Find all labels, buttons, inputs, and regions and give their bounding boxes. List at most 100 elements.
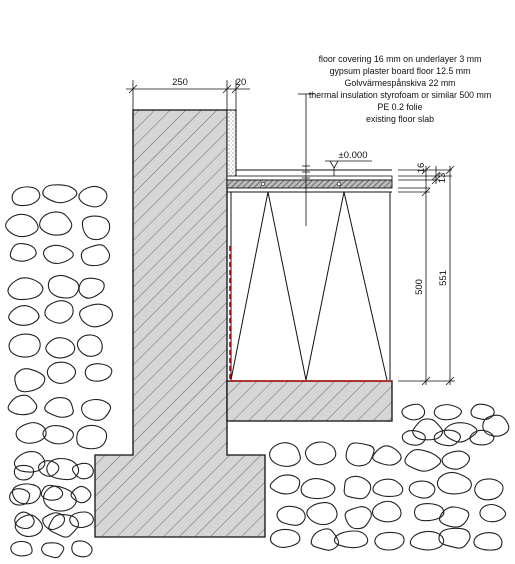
stone bbox=[401, 403, 426, 421]
existing-floor-slab bbox=[226, 380, 393, 422]
stone bbox=[37, 460, 60, 477]
stone bbox=[39, 211, 73, 236]
stone bbox=[343, 475, 372, 500]
stone bbox=[81, 215, 111, 241]
stone bbox=[15, 422, 47, 444]
level-label: ±0.000 bbox=[339, 150, 368, 161]
stone bbox=[42, 512, 66, 531]
layer-annotation: floor covering 16 mm on underlayer 3 mm … bbox=[309, 54, 491, 124]
stone bbox=[482, 414, 510, 437]
stone bbox=[269, 528, 301, 548]
dimension-vertical bbox=[398, 165, 455, 386]
stone bbox=[14, 368, 46, 393]
stone bbox=[79, 303, 113, 328]
stone bbox=[9, 488, 31, 506]
stone bbox=[469, 429, 495, 446]
stone bbox=[78, 277, 105, 299]
floor-layers bbox=[226, 169, 393, 193]
level-marker bbox=[325, 160, 372, 176]
stone bbox=[374, 531, 405, 551]
stone bbox=[10, 540, 33, 557]
dim-551-label: 551 bbox=[438, 270, 449, 286]
stone bbox=[412, 418, 444, 441]
stone bbox=[310, 528, 340, 551]
stone bbox=[5, 213, 39, 238]
stone bbox=[80, 244, 111, 267]
annotation-line-4: thermal insulation styrofoam or similar … bbox=[309, 90, 491, 100]
stone bbox=[46, 361, 77, 384]
dim-16-label: 16 bbox=[416, 163, 427, 174]
stone bbox=[47, 274, 80, 299]
stone bbox=[269, 474, 301, 495]
stone bbox=[69, 511, 94, 529]
dim-20-label: 20 bbox=[236, 77, 247, 88]
stone bbox=[13, 451, 46, 473]
stone bbox=[470, 403, 495, 420]
stone bbox=[41, 542, 65, 559]
thermal-insulation bbox=[230, 191, 391, 381]
annotation-line-5: PE 0.2 folie bbox=[378, 102, 423, 112]
stone bbox=[42, 425, 75, 445]
stone bbox=[42, 485, 77, 512]
stone bbox=[408, 480, 436, 499]
stone bbox=[372, 445, 402, 466]
stone bbox=[84, 363, 113, 382]
stone bbox=[409, 530, 445, 551]
stone bbox=[371, 500, 402, 523]
stone bbox=[438, 527, 471, 549]
stone bbox=[344, 506, 372, 530]
dim-13-label: 13 bbox=[437, 173, 448, 184]
stone bbox=[44, 397, 74, 418]
stone bbox=[304, 441, 337, 466]
stone bbox=[372, 478, 404, 497]
stone bbox=[479, 503, 507, 523]
stone bbox=[13, 464, 35, 481]
annotation-line-2: gypsum plaster board floor 12.5 mm bbox=[330, 66, 471, 76]
stone bbox=[433, 404, 463, 421]
stone bbox=[42, 184, 78, 204]
stone bbox=[269, 442, 301, 467]
stone bbox=[401, 429, 426, 446]
stone bbox=[473, 532, 503, 551]
stone bbox=[436, 471, 472, 495]
annotation-line-1: floor covering 16 mm on underlayer 3 mm bbox=[319, 54, 482, 64]
stone bbox=[40, 484, 64, 501]
stone bbox=[474, 478, 504, 501]
stone bbox=[276, 505, 306, 526]
stone bbox=[404, 449, 442, 472]
stone bbox=[44, 300, 74, 324]
stone bbox=[9, 243, 37, 262]
pe-foil-membrane bbox=[229, 246, 392, 382]
stone bbox=[438, 506, 470, 528]
stone bbox=[7, 277, 44, 301]
stone bbox=[14, 514, 43, 538]
stone bbox=[78, 185, 108, 208]
dim-250-label: 250 bbox=[172, 77, 188, 88]
stone bbox=[8, 305, 40, 326]
stone bbox=[45, 337, 76, 359]
stone bbox=[11, 483, 42, 505]
stone bbox=[443, 422, 478, 443]
dimension-wall-width bbox=[126, 80, 250, 110]
stone bbox=[46, 457, 80, 481]
dim-500-label: 500 bbox=[414, 279, 425, 295]
stone bbox=[76, 334, 103, 357]
stone bbox=[8, 333, 41, 358]
annotation-line-6: existing floor slab bbox=[366, 114, 434, 124]
stone bbox=[76, 424, 108, 450]
stone bbox=[441, 450, 471, 470]
stone bbox=[345, 442, 375, 467]
stone bbox=[433, 429, 462, 447]
stone bbox=[11, 186, 41, 207]
stone bbox=[14, 511, 35, 530]
edge-insulation-strip bbox=[226, 109, 237, 180]
stone bbox=[333, 530, 369, 549]
stone bbox=[71, 462, 94, 480]
annotation-line-3: Golvvärmespånskiva 22 mm bbox=[345, 78, 456, 88]
stone bbox=[306, 502, 338, 526]
stone bbox=[7, 394, 38, 416]
foundation-wall bbox=[94, 109, 266, 538]
stone bbox=[71, 540, 93, 558]
stone bbox=[48, 514, 80, 538]
